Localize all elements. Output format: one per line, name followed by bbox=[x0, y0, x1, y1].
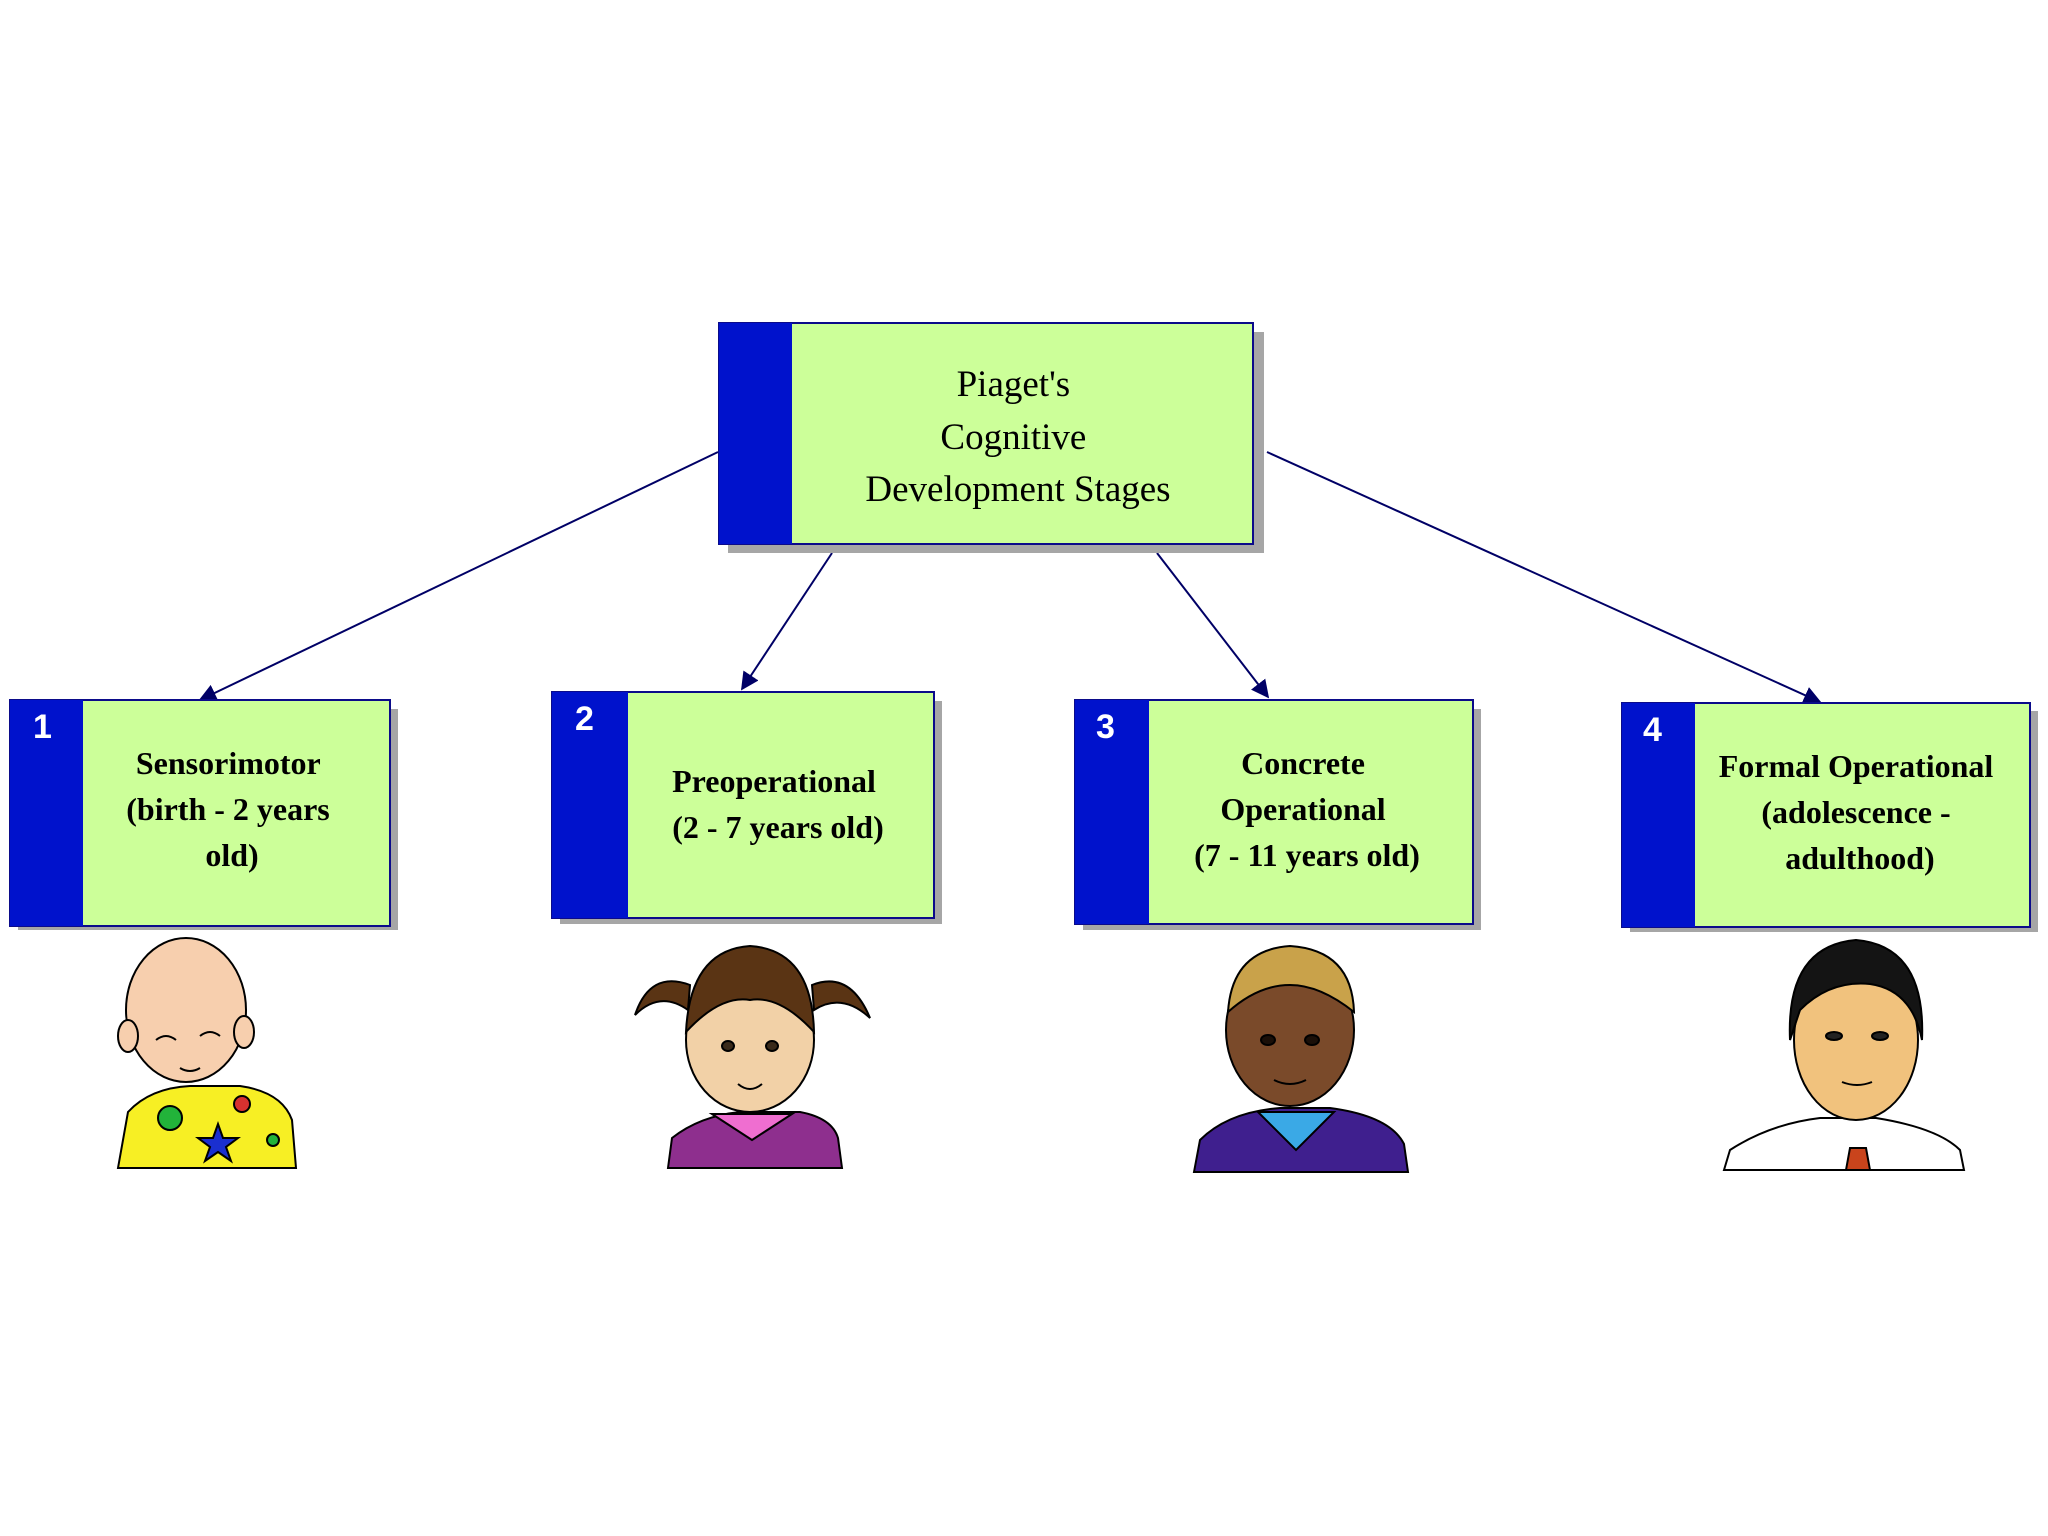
girl-pigtail bbox=[810, 980, 871, 1019]
stage-label-line: Preoperational bbox=[672, 763, 876, 799]
boy-illustration bbox=[1192, 944, 1410, 1173]
root-node: Piaget's Cognitive Development Stages bbox=[718, 322, 1264, 553]
boy-eye bbox=[1304, 1034, 1320, 1046]
baby-shirt-dot bbox=[157, 1105, 183, 1131]
baby-eye bbox=[155, 1035, 177, 1041]
root-band bbox=[719, 323, 792, 544]
arrow-to-stage-2 bbox=[741, 552, 833, 691]
stage-label-line: (7 - 11 years old) bbox=[1194, 837, 1420, 873]
man-illustration bbox=[1722, 938, 1966, 1171]
stage-label-line: Operational bbox=[1220, 791, 1385, 827]
stage-label: Concrete Operational (7 - 11 years old) bbox=[1194, 745, 1420, 873]
girl-pigtail bbox=[634, 980, 692, 1016]
root-title-line: Development Stages bbox=[865, 469, 1170, 510]
baby-shirt-star bbox=[195, 1121, 241, 1164]
man-shirt bbox=[1722, 1117, 1966, 1171]
stage-label-line: Formal Operational bbox=[1719, 748, 1994, 784]
stage-label-line: adulthood) bbox=[1785, 840, 1934, 876]
baby-illustration bbox=[116, 937, 298, 1169]
connector-arrows bbox=[198, 451, 1822, 704]
stage-number: 3 bbox=[1096, 708, 1115, 746]
baby-shirt-dot bbox=[233, 1095, 251, 1113]
baby-ear bbox=[233, 1015, 255, 1049]
girl-eye bbox=[765, 1040, 779, 1052]
girl-hair bbox=[684, 944, 816, 1035]
boy-eye bbox=[1260, 1034, 1276, 1046]
girl-shirt bbox=[666, 1111, 844, 1169]
root-title-line: Cognitive bbox=[940, 417, 1086, 458]
stage-node-2: 2 Preoperational (2 - 7 years old) bbox=[551, 691, 942, 924]
root-box bbox=[718, 322, 1254, 545]
stage-label-line: (birth - 2 years bbox=[126, 791, 330, 827]
stage-label-line: (adolescence - bbox=[1761, 794, 1950, 830]
baby-head bbox=[125, 937, 247, 1083]
girl-collar bbox=[708, 1113, 796, 1142]
boy-mouth bbox=[1273, 1079, 1307, 1085]
boy-tshirt bbox=[1255, 1111, 1337, 1152]
stage-band bbox=[10, 700, 83, 926]
baby-shirt bbox=[116, 1085, 298, 1169]
root-title-line: Piaget's bbox=[957, 364, 1071, 405]
baby-eye bbox=[199, 1031, 221, 1037]
baby-ear bbox=[117, 1019, 139, 1053]
arrow-to-stage-1 bbox=[198, 451, 719, 702]
stage-label-line: (2 - 7 years old) bbox=[672, 809, 884, 845]
stage-label: Sensorimotor (birth - 2 years old) bbox=[126, 745, 338, 873]
stage-number: 2 bbox=[575, 700, 594, 738]
stage-node-3: 3 Concrete Operational (7 - 11 years old… bbox=[1074, 699, 1481, 930]
stage-label-line: old) bbox=[205, 837, 258, 873]
stage-band bbox=[1075, 700, 1149, 924]
arrow-to-stage-3 bbox=[1156, 552, 1270, 699]
man-tie bbox=[1844, 1147, 1872, 1171]
boy-hair bbox=[1226, 944, 1356, 1015]
girl-eye bbox=[721, 1040, 735, 1052]
stage-label-line: Sensorimotor bbox=[136, 745, 321, 781]
root-title: Piaget's Cognitive Development Stages bbox=[865, 364, 1170, 510]
man-hair bbox=[1788, 938, 1924, 1041]
man-eye bbox=[1825, 1031, 1843, 1041]
baby-mouth bbox=[179, 1067, 201, 1072]
stage-label: Preoperational (2 - 7 years old) bbox=[672, 763, 884, 845]
girl-mouth bbox=[737, 1083, 763, 1090]
stage-label: Formal Operational (adolescence - adulth… bbox=[1719, 748, 2002, 876]
stage-number: 1 bbox=[33, 708, 52, 746]
stage-number: 4 bbox=[1643, 711, 1662, 749]
man-eye bbox=[1871, 1031, 1889, 1041]
girl-illustration bbox=[634, 944, 871, 1169]
stage-band bbox=[552, 692, 628, 918]
arrow-to-stage-4 bbox=[1266, 451, 1822, 704]
stage-label-line: Concrete bbox=[1241, 745, 1365, 781]
baby-shirt-dot bbox=[266, 1133, 280, 1147]
stage-band bbox=[1622, 703, 1695, 927]
stage-node-1: 1 Sensorimotor (birth - 2 years old) bbox=[9, 699, 398, 930]
stage-node-4: 4 Formal Operational (adolescence - adul… bbox=[1621, 702, 2038, 932]
man-mouth bbox=[1841, 1081, 1873, 1086]
